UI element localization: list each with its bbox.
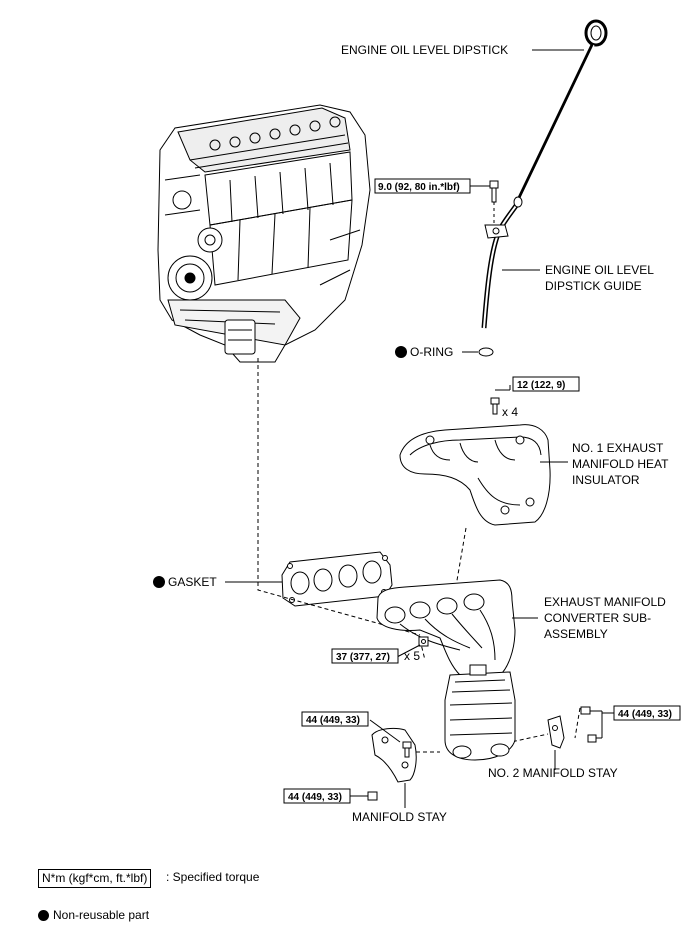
stay-bolt-illustration [402, 741, 412, 758]
no2-stay-bolt-illustration [580, 706, 597, 743]
insulator-bolt-illustration [490, 397, 500, 415]
torque-guide-bolt: 9.0 (92, 80 in.*lbf) [378, 182, 460, 193]
dipstick-illustration [516, 19, 608, 201]
legend-torque-unit: N*m (kgf*cm, ft.*lbf) [38, 869, 152, 888]
label-o-ring: O-RING [410, 345, 453, 359]
no2-manifold-stay-illustration [547, 715, 565, 749]
alignment-lines [257, 358, 581, 753]
label-dipstick-guide-2: DIPSTICK GUIDE [545, 279, 642, 293]
legend-non-reusable-dot [38, 910, 49, 921]
torque-box-manifold [331, 648, 399, 664]
label-manifold-3: ASSEMBLY [544, 627, 608, 641]
torque-box-stay-nut [283, 788, 351, 804]
label-no2-manifold-stay: NO. 2 MANIFOLD STAY [488, 766, 618, 780]
legend-non-reusable-text: Non-reusable part [53, 908, 150, 922]
exhaust-manifold-illustration [376, 579, 516, 761]
gasket-illustration [281, 551, 393, 607]
non-reusable-dot-o-ring [395, 346, 407, 358]
label-dipstick: ENGINE OIL LEVEL DIPSTICK [341, 43, 508, 57]
torque-box-no2-stay [613, 705, 681, 721]
label-gasket: GASKET [168, 575, 217, 589]
torque-no2-stay-bolt: 44 (449, 33) [618, 709, 672, 720]
torque-box-insulator [512, 376, 580, 392]
non-reusable-dot-gasket [153, 576, 165, 588]
manifold-stay-illustration [371, 727, 417, 783]
heat-insulator-illustration [399, 424, 551, 526]
manifold-nut-illustration [418, 636, 429, 647]
label-heat-insulator-1: NO. 1 EXHAUST [572, 441, 664, 455]
torque-stay-nut: 44 (449, 33) [288, 792, 342, 803]
torque-stay-bolt: 44 (449, 33) [306, 715, 360, 726]
guide-bolt-illustration [489, 180, 499, 203]
torque-insulator-bolts: 12 (122, 9) [517, 380, 565, 391]
torque-manifold-nuts: 37 (377, 27) [336, 652, 390, 663]
engine-block-illustration [157, 104, 371, 363]
o-ring-illustration [478, 347, 494, 357]
label-dipstick-guide-1: ENGINE OIL LEVEL [545, 263, 654, 277]
label-heat-insulator-2: MANIFOLD HEAT [572, 457, 669, 471]
dipstick-guide-illustration [481, 196, 523, 329]
legend-torque-text: : Specified torque [166, 870, 260, 884]
label-manifold-stay: MANIFOLD STAY [352, 810, 447, 824]
stay-nut-illustration [367, 791, 378, 801]
label-manifold-1: EXHAUST MANIFOLD [544, 595, 666, 609]
torque-box-stay-bolt [301, 711, 369, 727]
label-manifold-2: CONVERTER SUB- [544, 611, 651, 625]
torque-box-guide-bolt [374, 178, 471, 194]
insulator-bolt-qty: x 4 [502, 405, 518, 419]
label-heat-insulator-3: INSULATOR [572, 473, 640, 487]
manifold-nut-qty: x 5 [404, 649, 420, 663]
